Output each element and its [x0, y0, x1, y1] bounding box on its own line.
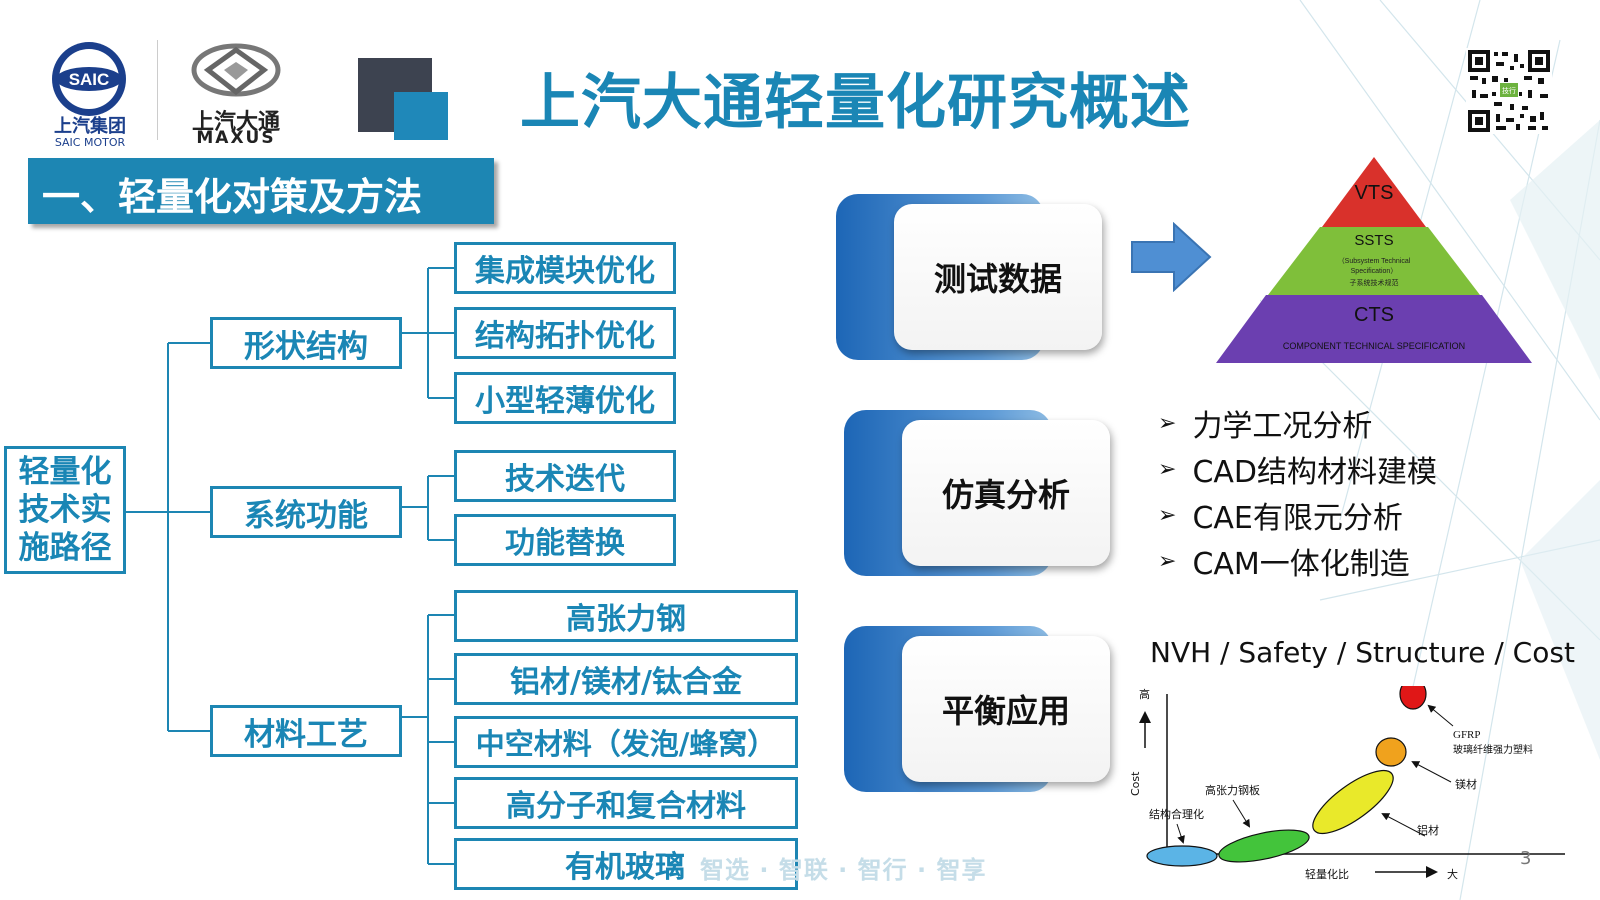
analysis-bullet-list: ➢力学工况分析 ➢CAD结构材料建模 ➢CAE有限元分析 ➢CAM一体化制造: [1158, 400, 1437, 584]
pyramid-bottom: [1216, 295, 1532, 363]
pyramid-top: [1322, 157, 1426, 227]
qr-code-icon: 技行: [1466, 48, 1552, 134]
tree-leaf: 技术迭代: [454, 450, 676, 502]
callout-arrow-icon: [1427, 704, 1454, 727]
region-aluminum: [1312, 770, 1394, 834]
saic-badge-text: SAIC: [69, 70, 110, 89]
slogan-watermark: 智选 · 智联 · 智行 · 智享: [700, 856, 987, 884]
label-aluminum: 铝材: [1417, 823, 1439, 837]
pyramid-middle: [1268, 227, 1480, 295]
tree-branch-system-function: 系统功能: [210, 486, 402, 538]
pyramid-middle-note: 子系统技术规范: [1350, 278, 1399, 287]
spec-pyramid: VTS SSTS （Subsystem Technical Specificat…: [1216, 157, 1532, 363]
label-magnesium: 镁材: [1455, 777, 1477, 791]
callout-arrow-icon: [1381, 813, 1426, 837]
card-test-data: 测试数据: [894, 204, 1102, 350]
callout-arrow-icon: [1176, 823, 1185, 844]
bullet-arrow-icon: ➢: [1158, 410, 1177, 436]
tree-leaf: 铝材/镁材/钛合金: [454, 653, 798, 705]
label-steel: 高张力钢板: [1205, 783, 1260, 797]
tree-leaf: 结构拓扑优化: [454, 307, 676, 359]
label-gfrp-cn: 玻璃纤维强力塑料: [1453, 743, 1533, 756]
tree-branch-material-process: 材料工艺: [210, 705, 402, 757]
saic-logo-en: SAIC MOTOR: [54, 136, 126, 149]
tree-leaf: 高分子和复合材料: [454, 777, 798, 829]
maxus-logo-en: MAXUS: [196, 128, 276, 148]
region-magnesium: [1375, 737, 1407, 767]
card-balance: 平衡应用: [902, 636, 1110, 782]
chart-y-label: Cost: [1129, 771, 1142, 796]
section-heading: 一、轻量化对策及方法: [28, 158, 494, 224]
pyramid-bottom-note: COMPONENT TECHNICAL SPECIFICATION: [1283, 341, 1465, 351]
card-simulation: 仿真分析: [902, 420, 1110, 566]
bullet-item: ➢力学工况分析: [1158, 409, 1373, 444]
bullet-item: ➢CAM一体化制造: [1158, 547, 1410, 582]
logo-divider: [157, 40, 158, 140]
tree-root-line: 轻量化: [18, 454, 112, 490]
tree-leaf: 有机玻璃: [454, 838, 798, 890]
tree-leaf: 集成模块优化: [454, 242, 676, 294]
region-steel: [1218, 829, 1310, 863]
bullet-item: ➢CAE有限元分析: [1158, 501, 1403, 536]
tree-connectors: [124, 267, 456, 865]
arrow-right-icon: [1131, 222, 1212, 292]
pyramid-top-label: VTS: [1355, 182, 1394, 204]
tree-root-line: 技术实: [18, 492, 112, 528]
tree-root-line: 施路径: [18, 530, 112, 566]
maxus-logo-cn: 上汽大通: [191, 110, 280, 135]
decor-square-blue: [394, 92, 448, 140]
chart-x-label: 轻量化比: [1305, 867, 1349, 881]
pyramid-middle-label: SSTS: [1354, 232, 1393, 249]
qr-caption: 技行: [1502, 86, 1516, 95]
tree-leaf: 小型轻薄优化: [454, 372, 676, 424]
page-number: 3: [1520, 848, 1532, 869]
maxus-logo-icon: [191, 43, 281, 97]
callout-arrow-icon: [1411, 761, 1452, 783]
tree-leaf: 高张力钢: [454, 590, 798, 642]
label-gfrp: GFRP: [1453, 729, 1481, 741]
cost-lightweight-chart: 高 Cost 轻量化比 大 结构合理化 高张力钢板 铝材 镁材 GFRP 玻璃纤…: [1129, 686, 1565, 881]
pyramid-middle-note: Specification）: [1351, 267, 1398, 275]
region-struct: [1146, 845, 1218, 867]
saic-logo-icon: SAIC: [52, 42, 126, 116]
saic-logo-cn: 上汽集团: [54, 116, 126, 137]
bullet-arrow-icon: ➢: [1158, 456, 1177, 482]
label-struct: 结构合理化: [1149, 807, 1204, 821]
tree-leaf: 功能替换: [454, 514, 676, 566]
nvh-line: NVH / Safety / Structure / Cost: [1150, 636, 1575, 669]
tree-root: 轻量化 技术实 施路径: [4, 446, 126, 574]
tree-branch-shape-structure: 形状结构: [210, 317, 402, 369]
region-gfrp: [1399, 686, 1427, 710]
pyramid-middle-note: （Subsystem Technical: [1338, 257, 1411, 265]
chart-x-high: 大: [1447, 867, 1458, 881]
chart-y-high: 高: [1139, 687, 1150, 701]
tree-leaf: 中空材料（发泡/蜂窝）: [454, 716, 798, 768]
callout-arrow-icon: [1232, 799, 1251, 828]
bullet-arrow-icon: ➢: [1158, 548, 1177, 574]
section-heading-text: 一、轻量化对策及方法: [42, 175, 423, 219]
bullet-item: ➢CAD结构材料建模: [1158, 455, 1438, 490]
bullet-arrow-icon: ➢: [1158, 502, 1177, 528]
page-title: 上汽大通轻量化研究概述: [520, 68, 1191, 138]
pyramid-bottom-label: CTS: [1354, 304, 1394, 326]
